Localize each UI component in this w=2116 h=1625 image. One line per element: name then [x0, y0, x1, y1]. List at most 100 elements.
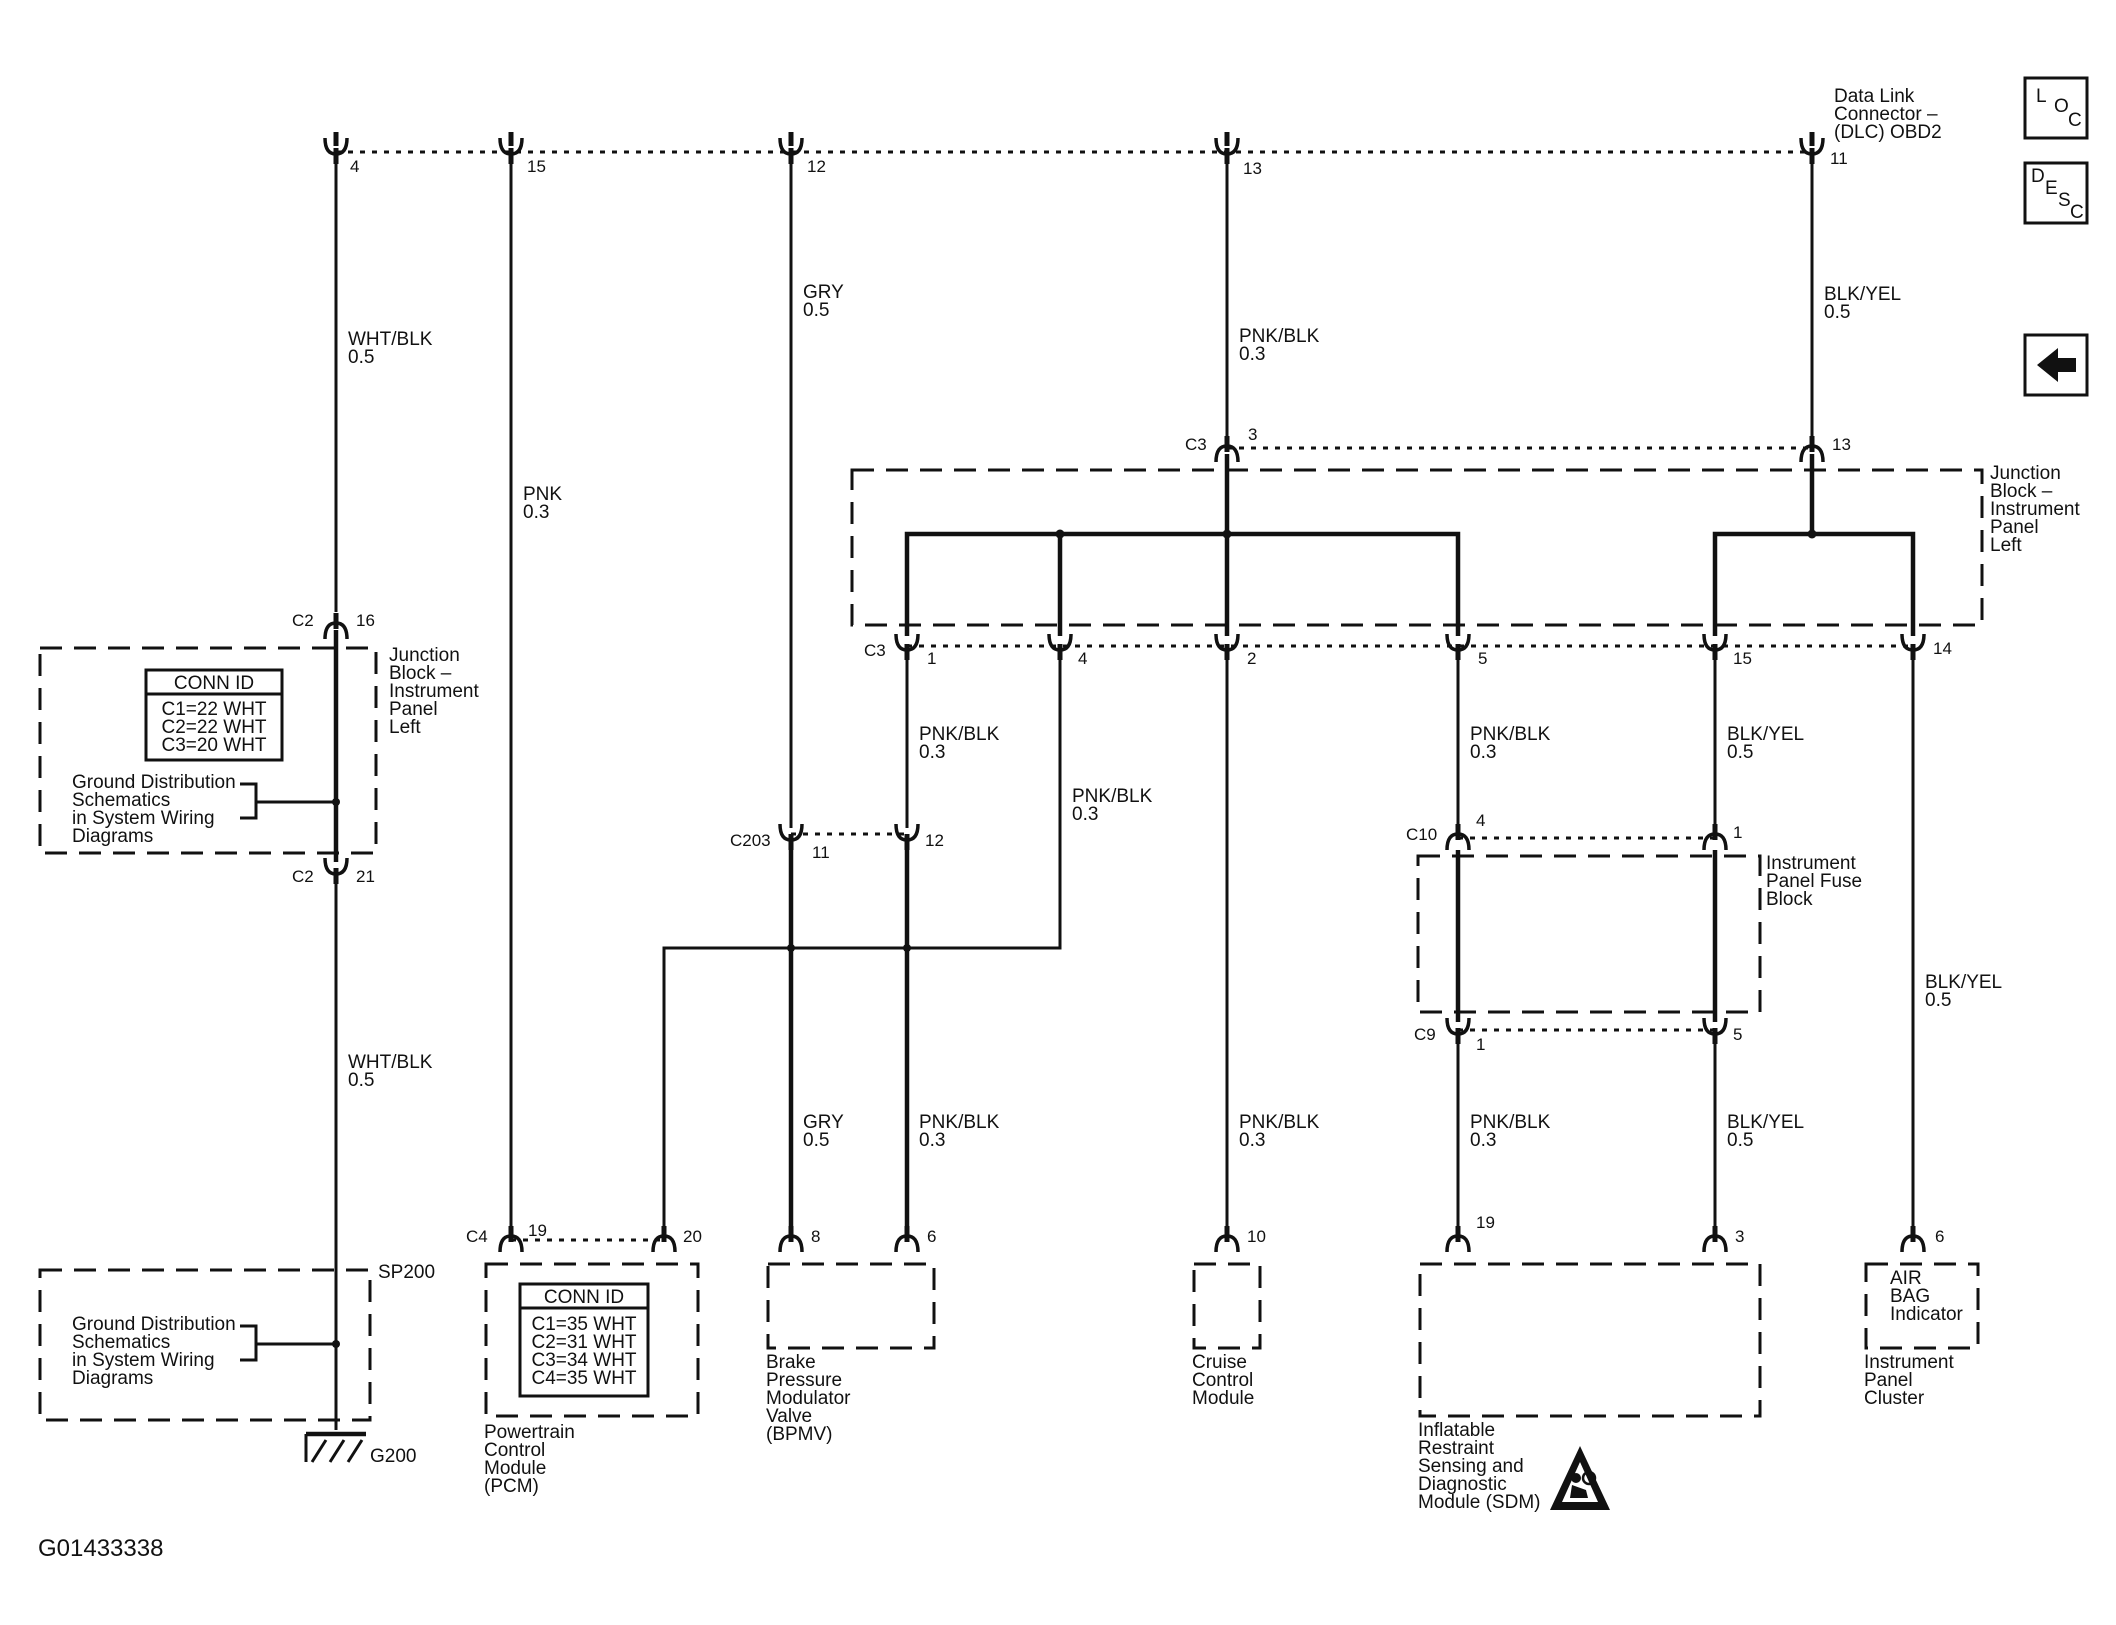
wire-wht-blk-lower: WHT/BLK [348, 1052, 433, 1073]
svg-text:Block: Block [1766, 889, 1813, 910]
conn-id-table-pcm: CONN ID C1=35 WHT C2=31 WHT C3=34 WHT C4… [518, 1282, 650, 1398]
loc-letter-o: O [2054, 96, 2069, 117]
desc-button[interactable]: D E S C [2023, 161, 2089, 225]
svg-text:Panel Fuse: Panel Fuse [1766, 871, 1862, 892]
wire-gry-upper-size: 0.5 [803, 300, 829, 321]
figure-id: G01433338 [38, 1535, 163, 1562]
svg-text:Valve: Valve [766, 1406, 812, 1427]
bpmv-pin-6-icon [896, 1226, 918, 1252]
svg-text:Restraint: Restraint [1418, 1438, 1495, 1459]
c3-bottom-pin-15: 15 [1733, 649, 1752, 668]
c3-pin-1-icon [896, 634, 918, 660]
svg-text:Schematics: Schematics [72, 790, 170, 811]
svg-text:Instrument: Instrument [389, 681, 479, 702]
wire-pnk-blk-bpmv: PNK/BLK [919, 1112, 1000, 1133]
svg-text:Connector –: Connector – [1834, 104, 1938, 125]
loc-button[interactable]: L O C [2023, 76, 2089, 140]
dlc-label: Data Link Connector – (DLC) OBD2 [1834, 86, 1942, 143]
cruise-box [1192, 1262, 1262, 1350]
svg-text:Brake: Brake [766, 1352, 816, 1373]
loc-letter-c: C [2068, 110, 2082, 131]
desc-letter-s: S [2058, 190, 2071, 211]
wire-blk-yel-sdm: BLK/YEL [1727, 1112, 1804, 1133]
sp200-box [38, 1268, 372, 1422]
wire-pnk-blk-c3-1: PNK/BLK [919, 724, 1000, 745]
sdm-pin-3-icon [1704, 1226, 1726, 1252]
c203-pin-11: 11 [812, 843, 830, 862]
svg-text:Cruise: Cruise [1192, 1352, 1247, 1373]
c9-pin-5: 5 [1733, 1025, 1742, 1044]
fuse-block-label: Instrument Panel Fuse Block [1766, 853, 1862, 910]
dlc-pin-12-label: 12 [807, 157, 826, 176]
svg-text:Diagnostic: Diagnostic [1418, 1474, 1507, 1495]
sdm-label: Inflatable Restraint Sensing and Diagnos… [1418, 1420, 1540, 1513]
c10-pin-4-icon [1447, 824, 1469, 850]
svg-text:C4=35 WHT: C4=35 WHT [531, 1368, 636, 1389]
wire-blk-yel-trunk-size: 0.5 [1824, 302, 1850, 323]
wire-pnk-blk-c3-4-size: 0.3 [1072, 804, 1098, 825]
svg-text:in System Wiring: in System Wiring [72, 1350, 215, 1371]
svg-text:Instrument: Instrument [1990, 499, 2080, 520]
cruise-pin-10: 10 [1247, 1227, 1266, 1246]
cruise-pin-10-icon [1216, 1226, 1238, 1252]
svg-text:Modulator: Modulator [766, 1388, 851, 1409]
c3-top-connector: C3 [1185, 435, 1207, 454]
svg-text:(PCM): (PCM) [484, 1476, 539, 1497]
pcm-box [484, 1262, 700, 1418]
wire-pnk: PNK [523, 484, 562, 505]
svg-text:C2=31 WHT: C2=31 WHT [531, 1332, 636, 1353]
svg-text:Block –: Block – [1990, 481, 2053, 502]
wire-blk-yel-ipc-size: 0.5 [1925, 990, 1951, 1011]
junction-block-left-label: Junction Block – Instrument Panel Left [389, 645, 479, 738]
svg-text:in System Wiring: in System Wiring [72, 808, 215, 829]
loc-letter-l: L [2036, 86, 2047, 107]
wire-wht-blk-upper: WHT/BLK [348, 329, 433, 350]
desc-letter-c: C [2070, 202, 2084, 223]
pcm-pin-19-icon [500, 1226, 522, 1252]
fuse-block-box [1416, 854, 1762, 1014]
svg-text:Panel: Panel [1990, 517, 2039, 538]
svg-text:Junction: Junction [1990, 463, 2061, 484]
wire-gry-lower-size: 0.5 [803, 1130, 829, 1151]
c3-bottom-connector: C3 [864, 641, 886, 660]
wire-pnk-blk-c3-4: PNK/BLK [1072, 786, 1153, 807]
wire-pnk-blk-bpmv-size: 0.3 [919, 1130, 945, 1151]
svg-text:Schematics: Schematics [72, 1332, 170, 1353]
c3-pin-5-icon [1447, 634, 1469, 660]
pcm-label: Powertrain Control Module (PCM) [484, 1422, 575, 1497]
c10-pin-4: 4 [1476, 811, 1485, 830]
svg-text:Junction: Junction [389, 645, 460, 666]
svg-text:Instrument: Instrument [1864, 1352, 1954, 1373]
desc-letter-d: D [2031, 166, 2045, 187]
c2-top-pin: 16 [356, 611, 375, 630]
svg-text:Cluster: Cluster [1864, 1388, 1925, 1409]
svg-text:Module: Module [1192, 1388, 1254, 1409]
svg-text:C1=35 WHT: C1=35 WHT [531, 1314, 636, 1335]
svg-text:C3=34 WHT: C3=34 WHT [531, 1350, 636, 1371]
dlc-pin-15-label: 15 [527, 157, 546, 176]
svg-text:Control: Control [484, 1440, 545, 1461]
bpmv-pin-8: 8 [811, 1227, 820, 1246]
ground-ref-jb: Ground Distribution Schematics in System… [72, 772, 340, 847]
wire-wht-blk-upper-size: 0.5 [348, 347, 374, 368]
bpmv-pin-6: 6 [927, 1227, 936, 1246]
svg-text:C3=20 WHT: C3=20 WHT [161, 735, 266, 756]
wire-pnk-blk-c3-5-size: 0.3 [1470, 742, 1496, 763]
wire-blk-yel-c3-15: BLK/YEL [1727, 724, 1804, 745]
svg-text:Control: Control [1192, 1370, 1253, 1391]
c3-pin-4-icon [1049, 634, 1071, 660]
ipc-box [1864, 1262, 1980, 1350]
svg-text:Pressure: Pressure [766, 1370, 842, 1391]
wire-wht-blk-lower-size: 0.5 [348, 1070, 374, 1091]
bpmv-label: Brake Pressure Modulator Valve (BPMV) [766, 1352, 851, 1445]
svg-text:CONN ID: CONN ID [544, 1287, 624, 1308]
svg-text:Module (SDM): Module (SDM) [1418, 1492, 1540, 1513]
svg-text:C1=22 WHT: C1=22 WHT [161, 699, 266, 720]
svg-text:Panel: Panel [1864, 1370, 1913, 1391]
wire-pnk-size: 0.3 [523, 502, 549, 523]
svg-text:(DLC) OBD2: (DLC) OBD2 [1834, 122, 1942, 143]
wire-pnk-blk-c3-5: PNK/BLK [1470, 724, 1551, 745]
back-button[interactable] [2023, 333, 2089, 397]
c2-bottom-pin: 21 [356, 867, 375, 886]
ground-ref-sp200: Ground Distribution Schematics in System… [72, 1314, 340, 1389]
